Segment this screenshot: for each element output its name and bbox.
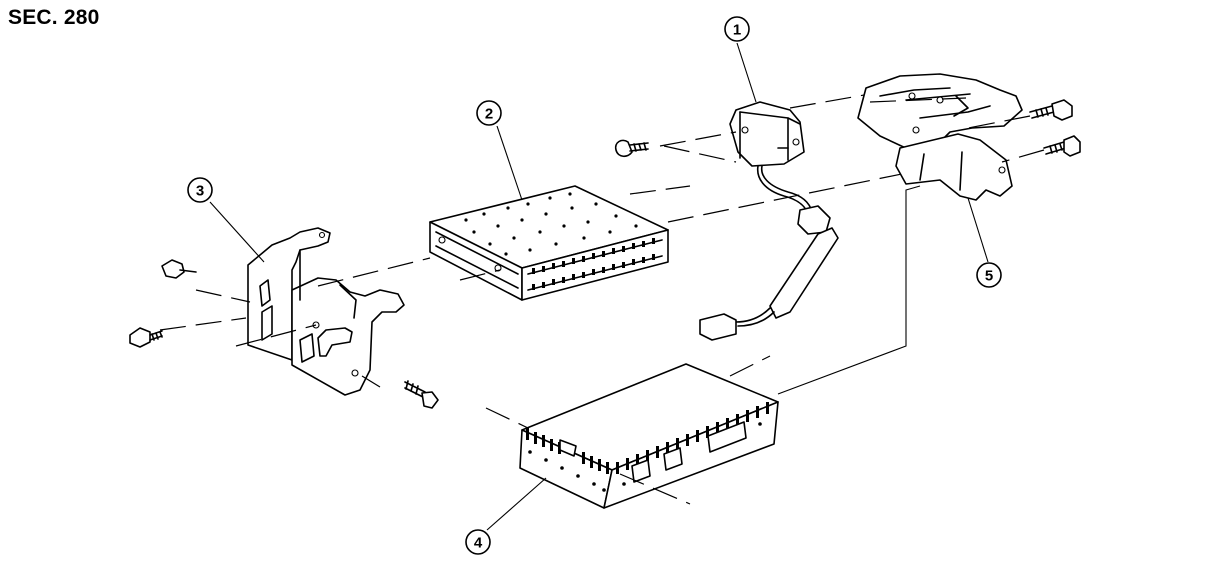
callout-5-label: 5 bbox=[985, 268, 993, 285]
callout-4: 4 bbox=[465, 529, 491, 555]
callout-4-label: 4 bbox=[474, 535, 483, 552]
callout-5: 5 bbox=[976, 262, 1002, 288]
part-4-unit bbox=[519, 363, 779, 509]
callout-1: 1 bbox=[724, 16, 750, 42]
callout-2-label: 2 bbox=[485, 106, 493, 123]
part-1-harness bbox=[699, 165, 839, 341]
section-label: SEC. 280 bbox=[8, 6, 100, 29]
screw-upper-left bbox=[161, 259, 197, 279]
screw-part-1 bbox=[614, 139, 649, 158]
callout-1-label: 1 bbox=[733, 22, 741, 39]
part-3-bracket bbox=[247, 227, 405, 396]
part-2-unit bbox=[429, 185, 669, 301]
screw-part-5-lower bbox=[1043, 135, 1081, 157]
screw-part-5-upper bbox=[1029, 99, 1073, 121]
screw-mid-left bbox=[129, 327, 163, 348]
screw-lower-right bbox=[404, 380, 439, 409]
callout-3: 3 bbox=[187, 177, 213, 203]
part-5-bracket bbox=[857, 73, 1023, 201]
callout-3-label: 3 bbox=[196, 183, 204, 200]
part-1-module bbox=[729, 101, 805, 167]
callout-2: 2 bbox=[476, 100, 502, 126]
